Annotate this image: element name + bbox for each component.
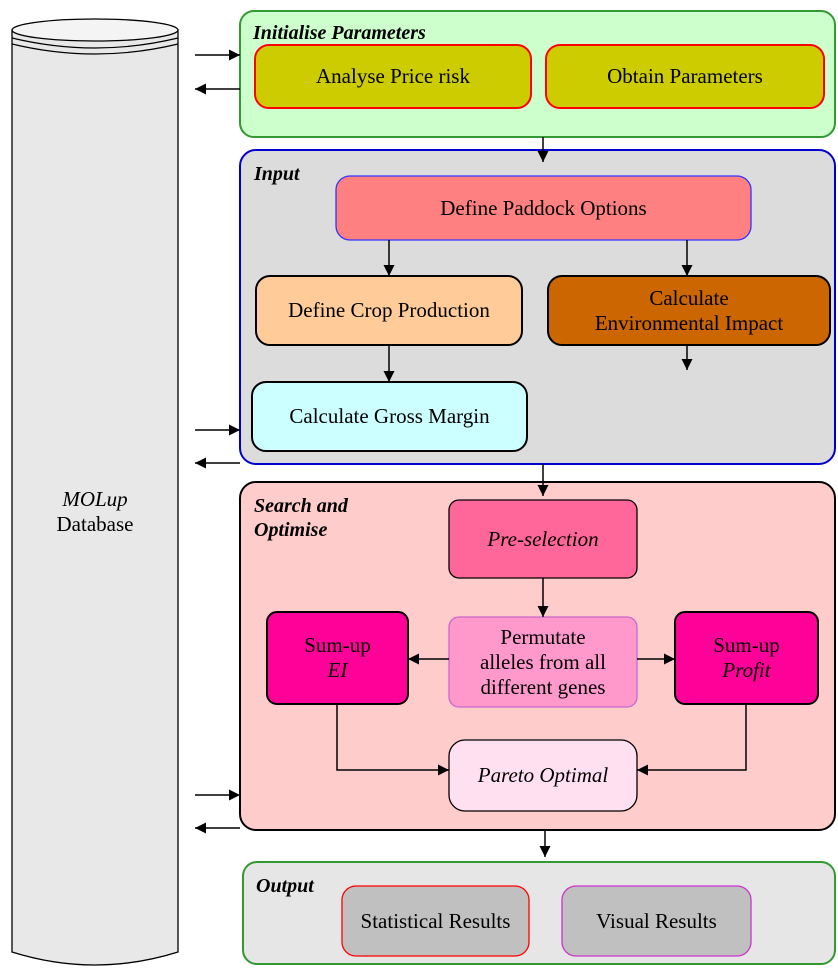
input-title: Input: [254, 163, 300, 185]
define-paddock-box: [335, 175, 752, 241]
connector-arrows: [195, 49, 747, 857]
obtain-parameters-box: [545, 44, 825, 109]
arrow-sum-ei-to-pareto: [336, 704, 449, 776]
gross-margin-box: [251, 381, 528, 452]
search-title-line2: Optimise: [254, 519, 328, 541]
pareto-box: [448, 739, 638, 812]
preselection-box: [448, 499, 638, 579]
statistical-results-box: [341, 885, 530, 957]
permutate-box: [448, 616, 638, 708]
sum-ei-box: [266, 611, 409, 705]
arrow-sum-profit-to-pareto: [637, 704, 747, 776]
initialise-title: Initialise Parameters: [253, 22, 426, 44]
search-title-line1: Search and: [254, 495, 348, 517]
search-title: Search and Optimise: [254, 494, 348, 542]
analyse-price-risk-box: [254, 44, 532, 109]
define-crop-box: [255, 275, 523, 346]
visual-results-box: [561, 885, 752, 957]
output-title: Output: [256, 875, 314, 897]
database-cylinder: [11, 18, 179, 966]
environmental-impact-box: [547, 275, 831, 346]
sum-profit-box: [674, 611, 819, 705]
